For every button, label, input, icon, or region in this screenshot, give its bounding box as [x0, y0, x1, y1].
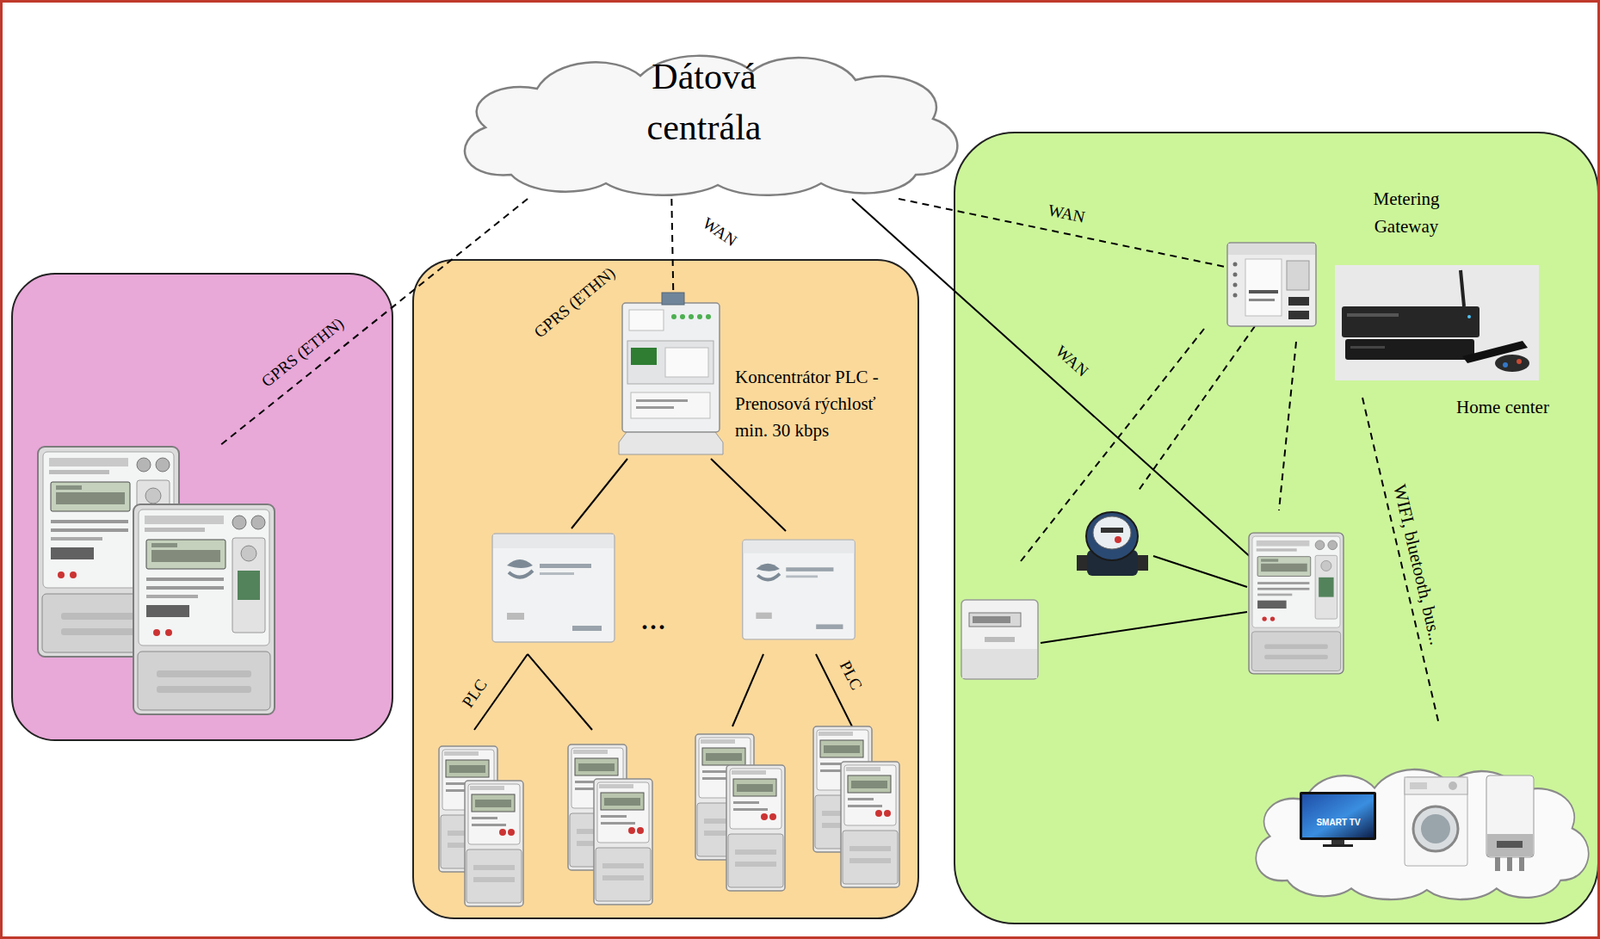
plc-concentrator: Koncentrátor PLC - Prenosová rýchlosť mi…: [611, 290, 730, 457]
single-phase-meter: [726, 765, 785, 891]
plc-link: [527, 654, 593, 730]
single-phase-meter: [464, 780, 524, 907]
cloud-outline: [1255, 769, 1588, 900]
connector-line: [898, 198, 1225, 267]
plc-zone: [413, 259, 919, 919]
plc-bridge: [742, 539, 855, 640]
bridge-link: [710, 458, 786, 532]
home-zone: [954, 132, 1599, 924]
metering-gateway: Metering Gateway: [1224, 240, 1319, 329]
washing-machine: [1404, 777, 1468, 866]
gateway-link: [1278, 341, 1297, 511]
plc-link: [732, 654, 764, 727]
gas-meter: [961, 599, 1038, 680]
smart-tv: [1299, 791, 1377, 847]
node-text: Dátová centrála: [617, 51, 791, 154]
boiler: [1486, 775, 1534, 872]
wan-link: [852, 198, 1254, 560]
home-center-image: [1334, 265, 1539, 381]
meter-link: [1040, 611, 1248, 643]
wires: [219, 198, 1440, 730]
plc-concentrator-image: [618, 292, 723, 455]
plc-concentrator-picture: [611, 290, 730, 457]
home-center-picture: [1334, 265, 1539, 381]
meter-link: [1153, 555, 1248, 587]
three-phase-meter: [1248, 532, 1344, 674]
plc-bridge: [492, 533, 615, 643]
water-meter: [1076, 512, 1149, 576]
single-phase-meter: [593, 778, 653, 905]
screen-logo: SMART TV: [1315, 817, 1360, 828]
metering-gateway-picture: [1224, 240, 1319, 329]
home-center: Home center: [1334, 265, 1539, 381]
data-center-cloud: Dátová centrála: [433, 45, 975, 199]
node-text: Metering Gateway: [1359, 185, 1454, 241]
edge-label: WAN: [698, 214, 740, 251]
home-link: [1362, 397, 1440, 725]
gprs-link: [219, 198, 528, 446]
node-text: Koncentrátor PLC - Prenosová rýchlosť mi…: [735, 364, 899, 445]
gateway-link: [1137, 326, 1255, 492]
appliance-cloud: [1255, 769, 1588, 900]
metering-gateway-image: [1227, 242, 1316, 327]
three-phase-meter: [133, 504, 275, 715]
gprs-meter-zone: [12, 273, 393, 741]
bridge-link: [571, 458, 628, 529]
single-phase-meter: [840, 761, 900, 888]
connector-line: [671, 198, 674, 291]
ellipsis-mark: ...: [640, 599, 667, 637]
node-text: Home center: [1433, 395, 1572, 420]
